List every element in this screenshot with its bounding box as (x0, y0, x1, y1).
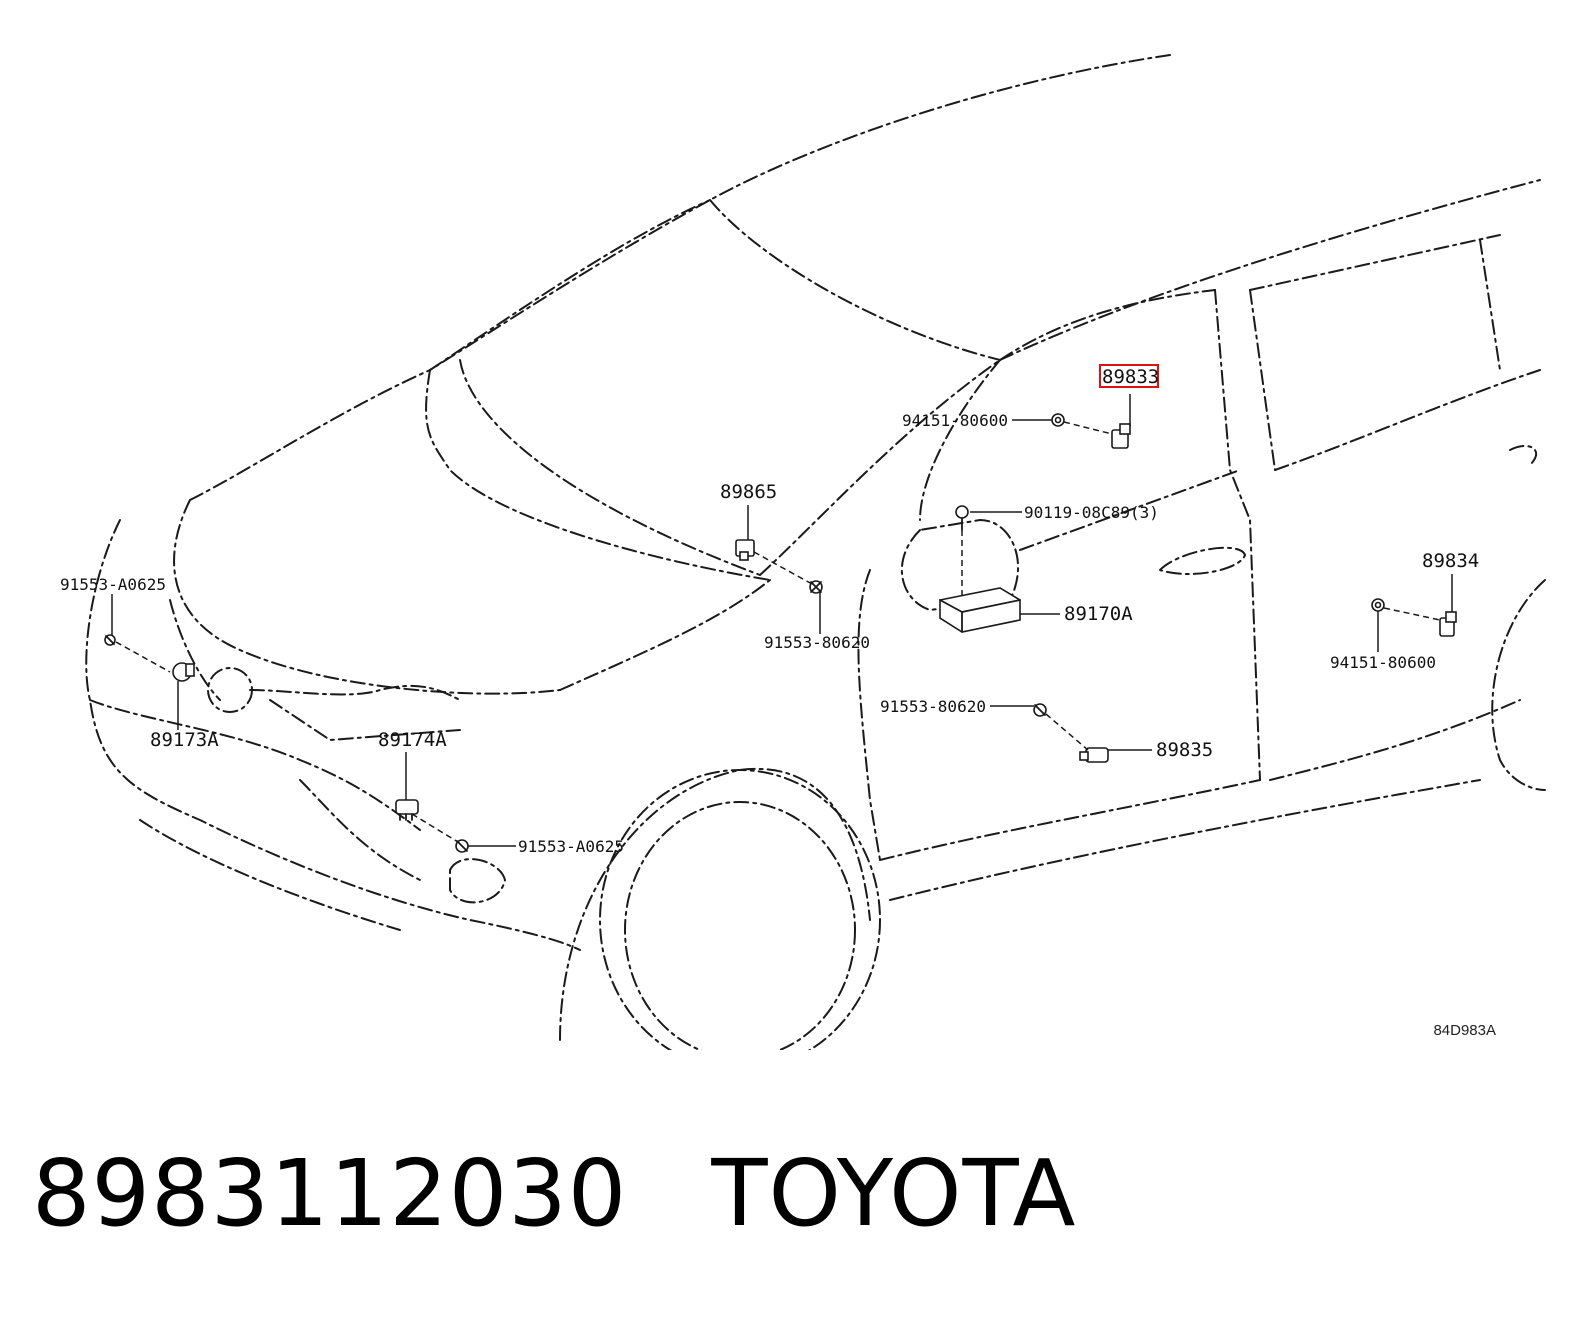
label-89174A: 89174A (378, 729, 447, 751)
illustration-code: 84D983A (1433, 1022, 1496, 1039)
label-89865: 89865 (720, 481, 777, 503)
label-94151-80600-top: 94151-80600 (902, 411, 1008, 430)
nut-94151-right (1371, 598, 1385, 612)
bolt-90119 (955, 505, 969, 531)
footer: 8983112030 TOYOTA (32, 1148, 1077, 1240)
part-number: 8983112030 (32, 1140, 628, 1247)
label-89833[interactable]: 89833 (1102, 366, 1159, 388)
label-89173A: 89173A (150, 729, 219, 751)
callout-labels: 89833 94151-80600 89865 90119-08C89(3) 9… (60, 364, 1479, 856)
label-91553-A0625-bottom: 91553-A0625 (518, 837, 624, 856)
label-89170A: 89170A (1064, 603, 1133, 625)
brand-name: TOYOTA (711, 1140, 1077, 1247)
parts-diagram: 89833 94151-80600 89865 90119-08C89(3) 9… (60, 54, 1546, 1050)
sensor-89834 (1439, 611, 1457, 637)
sensor-89865 (735, 539, 755, 561)
vehicle-outline (85, 54, 1546, 1050)
highlight-box (1099, 364, 1159, 388)
side-sensor-89833[interactable] (1111, 423, 1131, 449)
leader-lines (111, 394, 1453, 847)
label-94151-80600-right: 94151-80600 (1330, 653, 1436, 672)
airbag-module-89170A (939, 587, 1021, 633)
label-90119-08C89: 90119-08C89(3) (1024, 503, 1159, 522)
label-91553-A0625-left: 91553-A0625 (60, 575, 166, 594)
bolt-91553-A0625-left (104, 634, 116, 646)
label-89834: 89834 (1422, 550, 1479, 572)
sensor-89174A (395, 799, 419, 821)
sensor-89835 (1079, 747, 1109, 763)
nut-94151-top (1051, 413, 1065, 427)
label-89835: 89835 (1156, 739, 1213, 761)
bolt-91553-80620-upper (809, 580, 823, 594)
sensor-89173A (172, 662, 195, 682)
bolt-91553-A0625-bottom (455, 839, 469, 853)
label-91553-80620-upper: 91553-80620 (764, 633, 870, 652)
label-91553-80620-lower: 91553-80620 (880, 697, 986, 716)
bolt-91553-80620-lower (1033, 703, 1047, 717)
